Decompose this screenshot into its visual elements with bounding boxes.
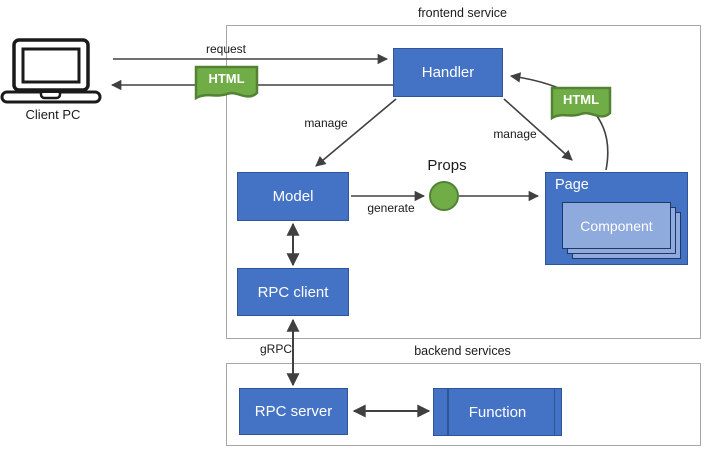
page-label: Page bbox=[555, 177, 589, 193]
laptop-icon bbox=[0, 38, 102, 104]
function-right-bar bbox=[553, 389, 555, 435]
component-label: Component bbox=[580, 217, 653, 234]
node-rpc-client: RPC client bbox=[237, 268, 349, 316]
html-left-label: HTML bbox=[208, 71, 245, 86]
node-model: Model bbox=[237, 172, 349, 221]
node-handler: Handler bbox=[393, 48, 503, 97]
client-pc-label: Client PC bbox=[25, 107, 81, 122]
handler-label: Handler bbox=[421, 64, 475, 81]
model-label: Model bbox=[272, 188, 314, 205]
request-label: request bbox=[205, 42, 247, 56]
html-banner-left-icon bbox=[194, 65, 259, 101]
frontend-service-container bbox=[226, 25, 701, 339]
grpc-label: gRPC bbox=[259, 342, 292, 356]
html-banner-right-icon bbox=[550, 86, 612, 121]
manage-model-label: manage bbox=[304, 116, 348, 130]
props-label: Props bbox=[427, 157, 467, 174]
manage-page-label: manage bbox=[493, 127, 537, 141]
node-component: Component bbox=[562, 202, 671, 249]
html-right-label: HTML bbox=[562, 92, 600, 107]
backend-services-container bbox=[226, 363, 701, 446]
backend-services-title: backend services bbox=[414, 344, 511, 358]
rpc-client-label: RPC client bbox=[257, 283, 329, 301]
props-circle-icon bbox=[429, 181, 459, 211]
node-rpc-server: RPC server bbox=[239, 388, 348, 435]
frontend-service-title: frontend service bbox=[418, 6, 507, 20]
generate-label: generate bbox=[367, 201, 415, 215]
manage-model-arrow bbox=[315, 98, 397, 167]
node-function: Function bbox=[433, 388, 562, 436]
function-label: Function bbox=[468, 403, 527, 421]
rpc-server-label: RPC server bbox=[254, 403, 333, 420]
function-left-bar bbox=[447, 389, 449, 435]
manage-page-arrow bbox=[503, 98, 573, 161]
